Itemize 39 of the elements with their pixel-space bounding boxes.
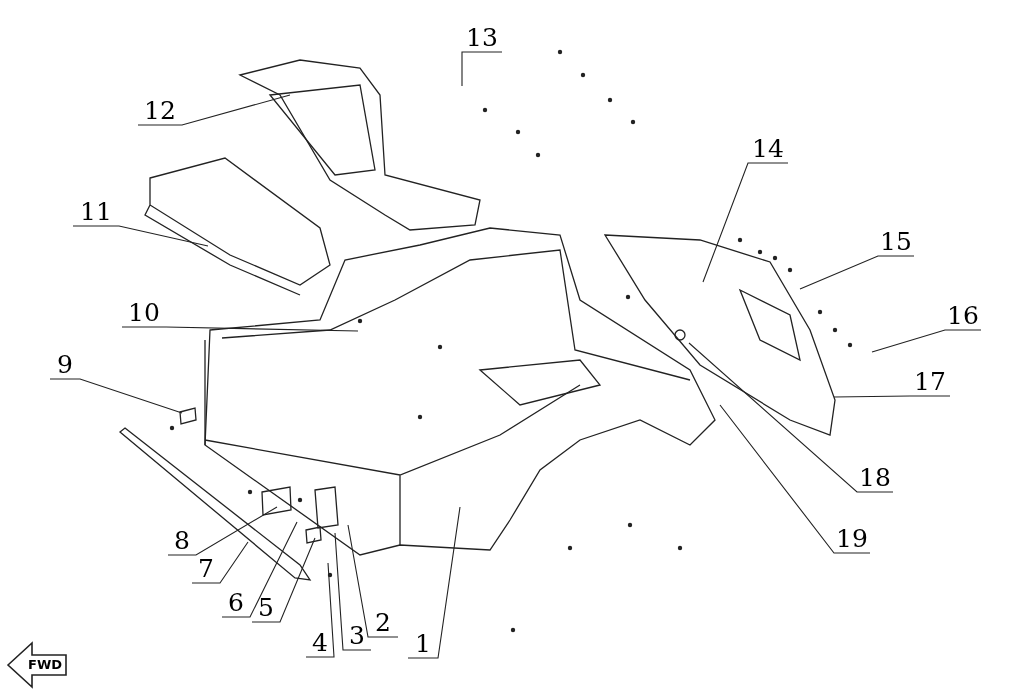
callout-number: 16 bbox=[945, 303, 981, 329]
callout-number: 7 bbox=[192, 556, 220, 582]
leader-line bbox=[72, 225, 209, 247]
leader-line bbox=[702, 162, 789, 283]
callout-number: 13 bbox=[462, 25, 502, 51]
leader-line bbox=[407, 506, 461, 659]
callout-number: 8 bbox=[168, 528, 196, 554]
callout-number: 10 bbox=[122, 300, 166, 326]
leader-line bbox=[833, 395, 951, 398]
callout-number: 5 bbox=[252, 595, 280, 621]
callout-number: 18 bbox=[857, 465, 893, 491]
callout-number: 2 bbox=[368, 610, 398, 636]
callout-number: 17 bbox=[910, 369, 950, 395]
leader-line bbox=[191, 541, 249, 584]
callout-number: 1 bbox=[408, 631, 438, 657]
direction-label: FWD bbox=[28, 657, 62, 673]
leader-line bbox=[305, 562, 335, 658]
callout-number: 6 bbox=[222, 590, 250, 616]
leader-line bbox=[137, 94, 291, 126]
callout-number: 11 bbox=[73, 199, 119, 225]
leader-line bbox=[719, 404, 871, 554]
leader-line bbox=[121, 326, 359, 332]
leader-line bbox=[347, 524, 399, 638]
leader-line bbox=[334, 532, 372, 651]
leader-line bbox=[688, 342, 894, 493]
leader-line bbox=[799, 255, 915, 290]
leader-line bbox=[49, 378, 183, 414]
callout-number: 15 bbox=[878, 229, 914, 255]
leader-line bbox=[221, 521, 298, 618]
callout-number: 9 bbox=[50, 352, 80, 378]
callout-number: 14 bbox=[748, 136, 788, 162]
leader-line bbox=[871, 329, 982, 353]
leader-line bbox=[461, 51, 503, 87]
leader-line bbox=[251, 537, 316, 623]
callout-number: 12 bbox=[138, 98, 182, 124]
callout-number: 3 bbox=[343, 623, 371, 649]
leader-line bbox=[167, 506, 278, 556]
callout-number: 19 bbox=[834, 526, 870, 552]
callout-number: 4 bbox=[306, 630, 334, 656]
